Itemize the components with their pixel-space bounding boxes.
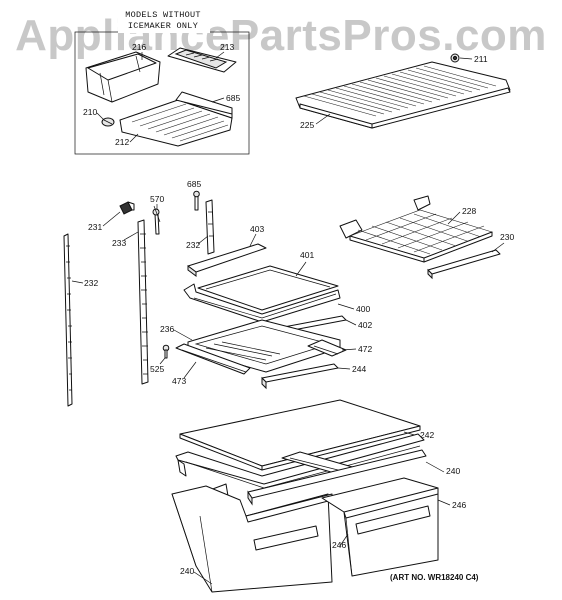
part-232-short-rail[interactable]: [205, 199, 215, 255]
part-233-shelf-rail[interactable]: [137, 219, 149, 385]
label-240-right: 240: [446, 466, 460, 476]
part-230-trim[interactable]: [427, 249, 501, 280]
label-400: 400: [356, 304, 370, 314]
label-685: 685: [187, 179, 201, 189]
part-570-screw[interactable]: [152, 208, 160, 235]
label-242: 242: [420, 430, 434, 440]
label-403: 403: [250, 224, 264, 234]
part-473-rail[interactable]: [175, 343, 251, 375]
part-212-ice-shelf[interactable]: [119, 91, 233, 147]
label-246-right: 246: [452, 500, 466, 510]
label-473: 473: [172, 376, 186, 386]
label-244: 244: [352, 364, 366, 374]
label-401: 401: [300, 250, 314, 260]
part-231-bracket[interactable]: [119, 201, 135, 215]
label-225: 225: [300, 120, 314, 130]
label-216: 216: [132, 42, 146, 52]
part-213-ice-tray[interactable]: [167, 47, 237, 73]
label-231: 231: [88, 222, 102, 232]
label-236: 236: [160, 324, 174, 334]
inset-note-backing: [118, 7, 210, 33]
part-225-wire-shelf[interactable]: [295, 61, 511, 129]
label-570: 570: [150, 194, 164, 204]
label-211: 211: [474, 54, 488, 64]
part-216-ice-bin[interactable]: [85, 51, 161, 103]
part-240-left-drawer[interactable]: [171, 485, 333, 593]
part-211-clip[interactable]: [450, 53, 460, 63]
part-525-screw[interactable]: [162, 344, 170, 359]
label-685-inset: 685: [226, 93, 240, 103]
part-401-glass[interactable]: [197, 265, 339, 311]
label-525: 525: [150, 364, 164, 374]
part-228-wire-shelf[interactable]: [339, 195, 493, 263]
part-232-long-rail[interactable]: [63, 233, 73, 407]
inset-note-line1: MODELS WITHOUT: [125, 10, 201, 20]
label-228: 228: [462, 206, 476, 216]
part-403-trim[interactable]: [187, 243, 267, 277]
icemaker-inset: MODELS WITHOUT ICEMAKER ONLY 216 213: [74, 7, 250, 155]
label-246-left: 246: [332, 540, 346, 550]
label-210: 210: [83, 107, 97, 117]
part-246-right-drawer[interactable]: [321, 477, 439, 577]
label-213: 213: [220, 42, 234, 52]
part-685-screw[interactable]: [193, 190, 200, 211]
label-240-left: 240: [180, 566, 194, 576]
label-212: 212: [115, 137, 129, 147]
part-210-knob[interactable]: [101, 117, 115, 127]
part-400-shelf-frame[interactable]: [183, 283, 341, 323]
watermark-text: AppliancePartsPros.com: [15, 11, 547, 60]
label-233: 233: [112, 238, 126, 248]
label-232-center: 232: [186, 240, 200, 250]
inset-note-line2: ICEMAKER ONLY: [128, 21, 198, 31]
label-230: 230: [500, 232, 514, 242]
label-232-left: 232: [84, 278, 98, 288]
art-number: (ART NO. WR18240 C4): [390, 573, 479, 582]
label-472: 472: [358, 344, 372, 354]
label-402: 402: [358, 320, 372, 330]
